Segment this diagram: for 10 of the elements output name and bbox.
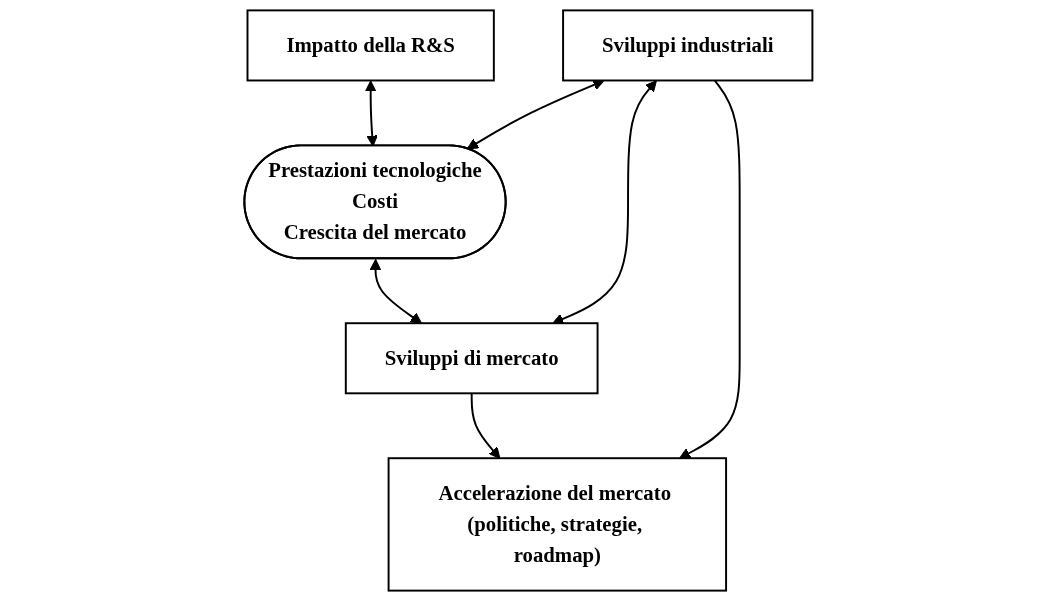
arrow [364, 80, 378, 147]
arrow [551, 80, 657, 325]
arrow [466, 79, 604, 150]
node-box: Impatto della R&S [246, 9, 495, 82]
node-box: Sviluppi di mercato [344, 322, 599, 395]
node-box: Accelerazione del mercato (politiche, strategie, roadmap) [387, 457, 727, 592]
node-box: Sviluppi industriali [561, 9, 813, 82]
arrow [470, 392, 500, 459]
arrow [369, 258, 422, 324]
arrow [678, 79, 741, 459]
